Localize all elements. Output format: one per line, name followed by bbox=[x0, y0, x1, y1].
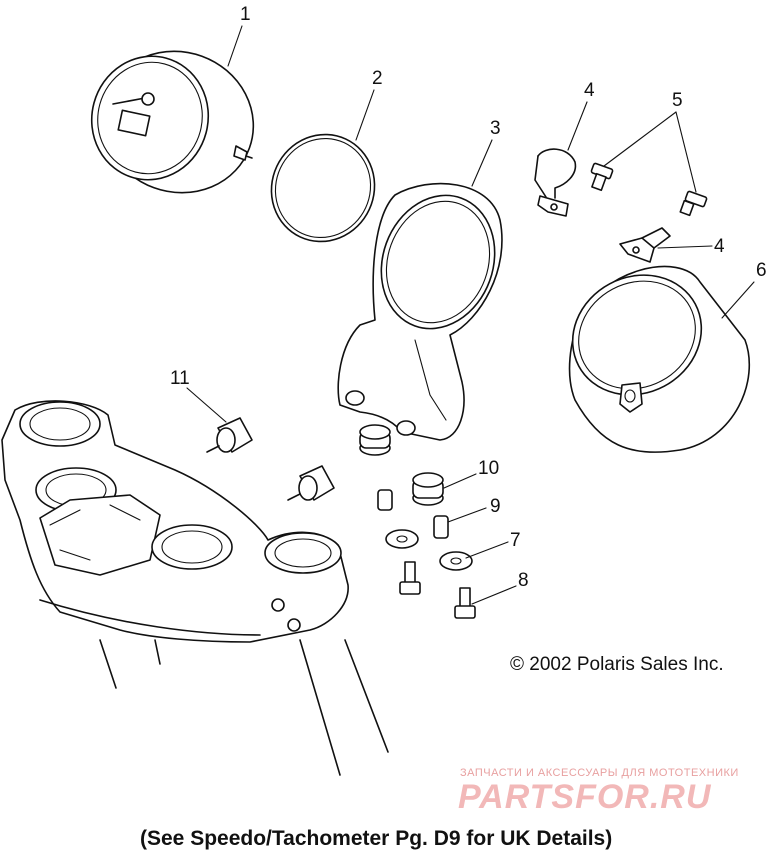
callout-8: 8 bbox=[518, 570, 529, 591]
callout-labels: 1 2 3 4 5 4 6 11 10 9 7 8 bbox=[170, 4, 767, 591]
callout-2: 2 bbox=[372, 68, 383, 89]
callout-9: 9 bbox=[490, 496, 501, 517]
callout-11: 11 bbox=[170, 368, 190, 389]
part-mounting-bracket bbox=[337, 182, 503, 441]
callout-6: 6 bbox=[756, 260, 767, 281]
callout-7: 7 bbox=[510, 530, 521, 551]
callout-4-lower: 4 bbox=[714, 236, 725, 257]
callout-1: 1 bbox=[240, 4, 251, 25]
part-triple-clamp bbox=[1, 400, 389, 776]
part-screws bbox=[590, 162, 708, 217]
callout-3: 3 bbox=[490, 118, 501, 139]
callout-10: 10 bbox=[478, 458, 499, 479]
footer-note: (See Speedo/Tachometer Pg. D9 for UK Det… bbox=[140, 827, 613, 850]
part-rubber-mounts bbox=[206, 417, 335, 501]
part-gauge-cup bbox=[568, 265, 750, 453]
part-ring-seal bbox=[270, 133, 376, 243]
part-speedometer bbox=[90, 50, 255, 194]
leader-lines bbox=[186, 25, 755, 605]
watermark-tagline: ЗАПЧАСТИ И АКСЕССУАРЫ ДЛЯ МОТОТЕХНИКИ bbox=[460, 767, 739, 779]
part-washers bbox=[385, 529, 473, 571]
copyright-notice: © 2002 Polaris Sales Inc. bbox=[510, 654, 724, 675]
part-grommets bbox=[359, 424, 444, 506]
callout-5: 5 bbox=[672, 90, 683, 111]
part-clip-upper bbox=[534, 148, 577, 217]
callout-4-upper: 4 bbox=[584, 80, 595, 101]
part-spacers bbox=[377, 489, 449, 539]
watermark-brand: PARTSFOR.RU bbox=[458, 778, 712, 816]
part-bolts bbox=[399, 561, 476, 619]
part-clip-lower bbox=[619, 227, 671, 263]
